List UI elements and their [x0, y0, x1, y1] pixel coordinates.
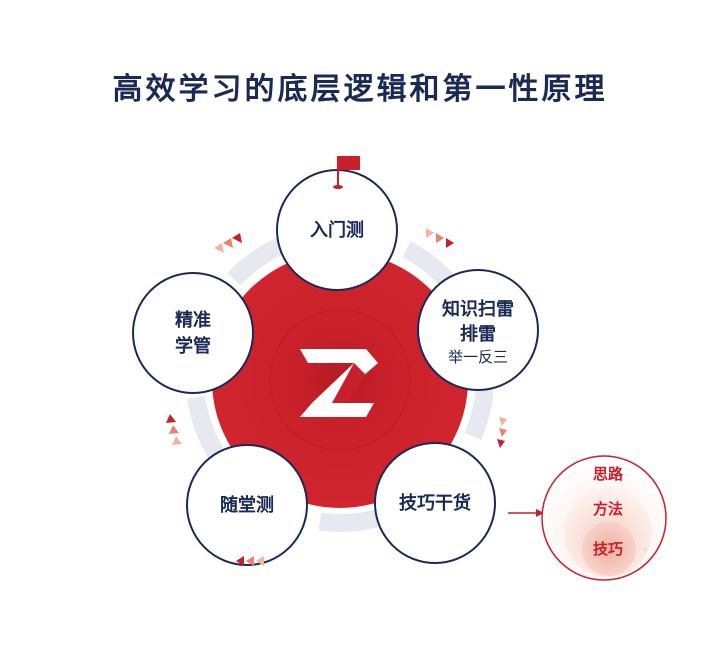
- node-knowledge-sweep-line2: 排雷: [460, 323, 496, 345]
- node-knowledge-sweep: 知识扫雷 排雷 举一反三: [417, 269, 539, 391]
- hub-inner-ring: [269, 309, 411, 451]
- node-tips-label: 技巧干货: [399, 492, 471, 514]
- layer-inner-label: 技巧: [593, 540, 623, 558]
- connector-arrow: [508, 509, 544, 517]
- node-knowledge-sweep-sub: 举一反三: [448, 348, 508, 366]
- node-tips: 技巧干货: [374, 442, 496, 564]
- node-class-quiz: 随堂测: [186, 444, 308, 566]
- node-precise-management-line2: 学管: [175, 335, 211, 357]
- arrow-cluster-icon-top-left: [214, 233, 242, 253]
- arrow-cluster-icon-bottom: [236, 556, 264, 566]
- brand-logo-icon: [300, 349, 378, 417]
- node-entry-test-label: 入门测: [310, 219, 364, 241]
- arrow-cluster-icon-right: [497, 417, 507, 448]
- node-precise-management-line1: 精准: [175, 309, 211, 331]
- arrow-cluster-icon-top-right: [426, 228, 454, 248]
- layered-concept-circles: 思路 方法 技巧: [541, 455, 667, 581]
- layer-middle-label: 方法: [593, 500, 623, 518]
- node-knowledge-sweep-line1: 知识扫雷: [442, 298, 514, 320]
- layer-outer-label: 思路: [593, 465, 624, 483]
- flag-icon: [333, 156, 360, 189]
- node-precise-management: 精准 学管: [132, 272, 254, 394]
- node-entry-test: 入门测: [276, 169, 398, 291]
- layer-inner-circle: [582, 522, 636, 576]
- node-class-quiz-label: 随堂测: [220, 494, 274, 516]
- page-title: 高效学习的底层逻辑和第一性原理: [112, 72, 608, 107]
- arrow-cluster-icon-left: [166, 414, 182, 445]
